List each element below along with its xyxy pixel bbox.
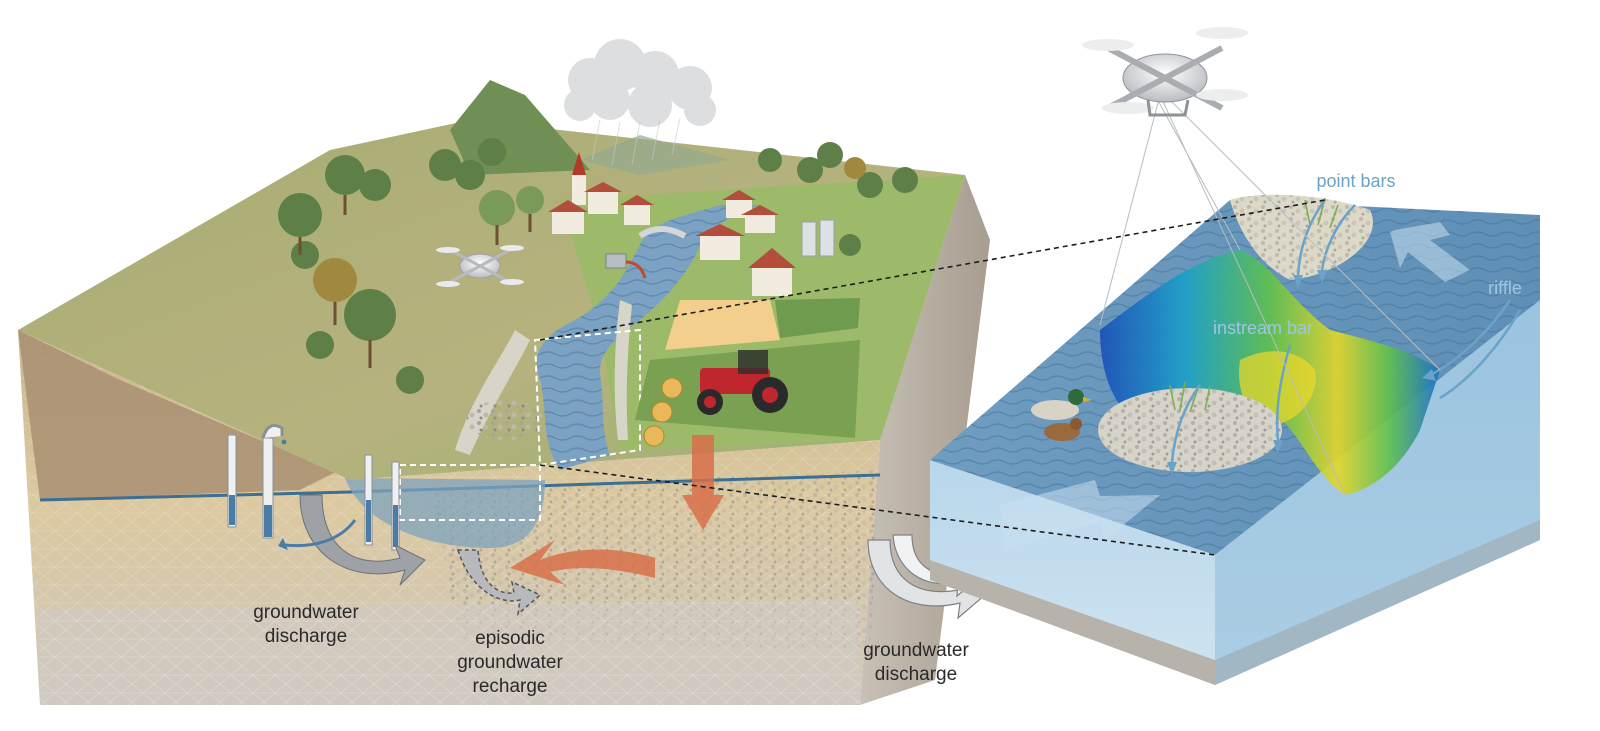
tree-icon — [278, 138, 918, 394]
pump-icon — [261, 424, 287, 539]
label-riffle: riffle — [1488, 278, 1522, 298]
groundwater-discharge-arrow-left — [278, 494, 426, 586]
left-landscape-block — [18, 39, 990, 705]
lateral-flow-arrow — [510, 540, 655, 585]
piezometer-icon — [227, 434, 400, 551]
pipe-outlet — [605, 253, 647, 279]
river-reach-block — [930, 27, 1540, 685]
village — [548, 152, 835, 296]
label-point-bars: point bars — [1316, 171, 1396, 191]
connector-lines — [539, 199, 1326, 556]
house-icon — [548, 182, 796, 296]
instream-gravel-bar — [467, 400, 543, 440]
label-episodic-recharge: episodic groundwater recharge — [457, 628, 563, 697]
church-icon — [572, 152, 586, 205]
duck-icon — [1031, 389, 1092, 441]
label-groundwater-discharge-middle: groundwater discharge — [863, 640, 969, 685]
tractor-icon — [697, 350, 788, 415]
subsurface-reach-outline — [399, 464, 541, 521]
drone-icon — [1082, 27, 1441, 496]
bridge — [638, 226, 687, 239]
label-instream-bar: instream bar — [1212, 318, 1314, 338]
recharge-arrow — [682, 435, 724, 530]
green-field-1 — [775, 298, 860, 338]
study-reach-outline — [533, 328, 641, 467]
flow-direction-arrows — [1000, 222, 1470, 550]
drone-icon — [436, 245, 524, 287]
hill-soil-section — [18, 330, 340, 500]
episodic-recharge-arrow — [456, 549, 542, 616]
silo-icon — [801, 219, 835, 257]
cloud-icon — [564, 39, 716, 127]
label-groundwater-discharge-left: groundwater discharge — [253, 602, 359, 647]
